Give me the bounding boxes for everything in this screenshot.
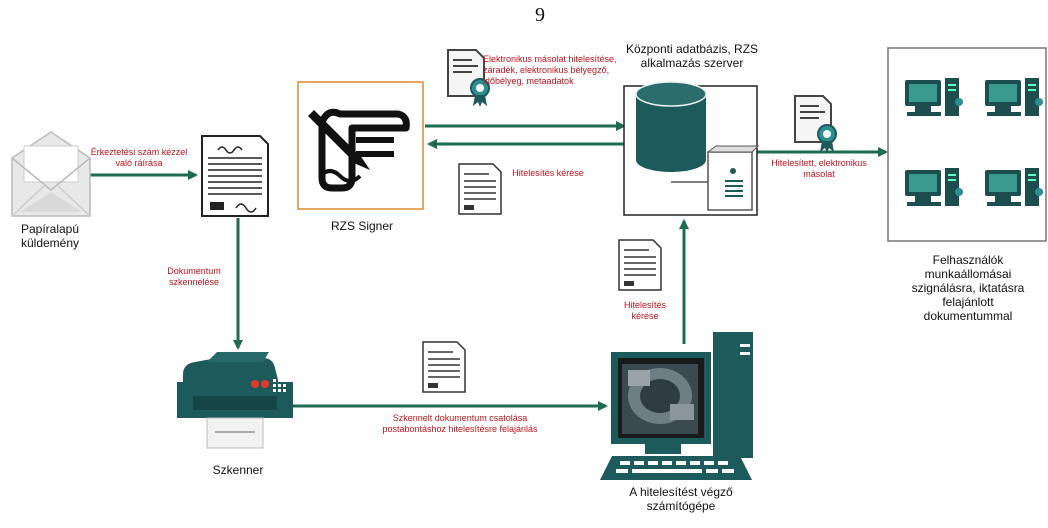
computer-label: A hitelesítést végző számítógépe [629,485,733,513]
signer-pen-icon [297,81,424,210]
edge-label-computer-to-server: Hitelesítés kérése [623,300,667,321]
edge-label-scanner-to-computer: Szkennelt dokumentum csatolása postabont… [382,413,538,434]
signer-label: RZS Signer [330,219,394,233]
mail-label: Papíralapú küldemény [20,222,80,250]
document-icon [422,341,466,393]
certificate-icon [794,95,837,154]
envelope-icon [11,131,91,217]
scanner-label: Szkenner [212,463,264,477]
edge-label-server-to-signer: Elektronikus másolat hitelesítése, zárad… [483,54,617,86]
edge-label-signer-to-server: Hitelesítés kérése [512,168,584,178]
server-tower-icon [671,145,760,211]
computer-icon [600,332,753,480]
scanner-icon [177,352,293,449]
document-icon [618,239,662,291]
workstations-label: Felhasználók munkaállomásai szignálásra,… [911,253,1025,323]
edge-label-mail-to-doc: Érkeztetési szám kézzel való ráírása [90,147,188,168]
document-icon [201,135,269,217]
page-number: 9 [535,4,545,26]
edge-label-server-to-workstations: Hitelesített, elektronikus másolat [771,158,867,179]
edge-label-doc-to-scanner: Dokumentum szkennelése [167,266,221,287]
server-label: Központi adatbázis, RZS alkalmazás szerv… [625,42,759,70]
document-icon [458,163,502,215]
workstations-box [887,47,1047,242]
